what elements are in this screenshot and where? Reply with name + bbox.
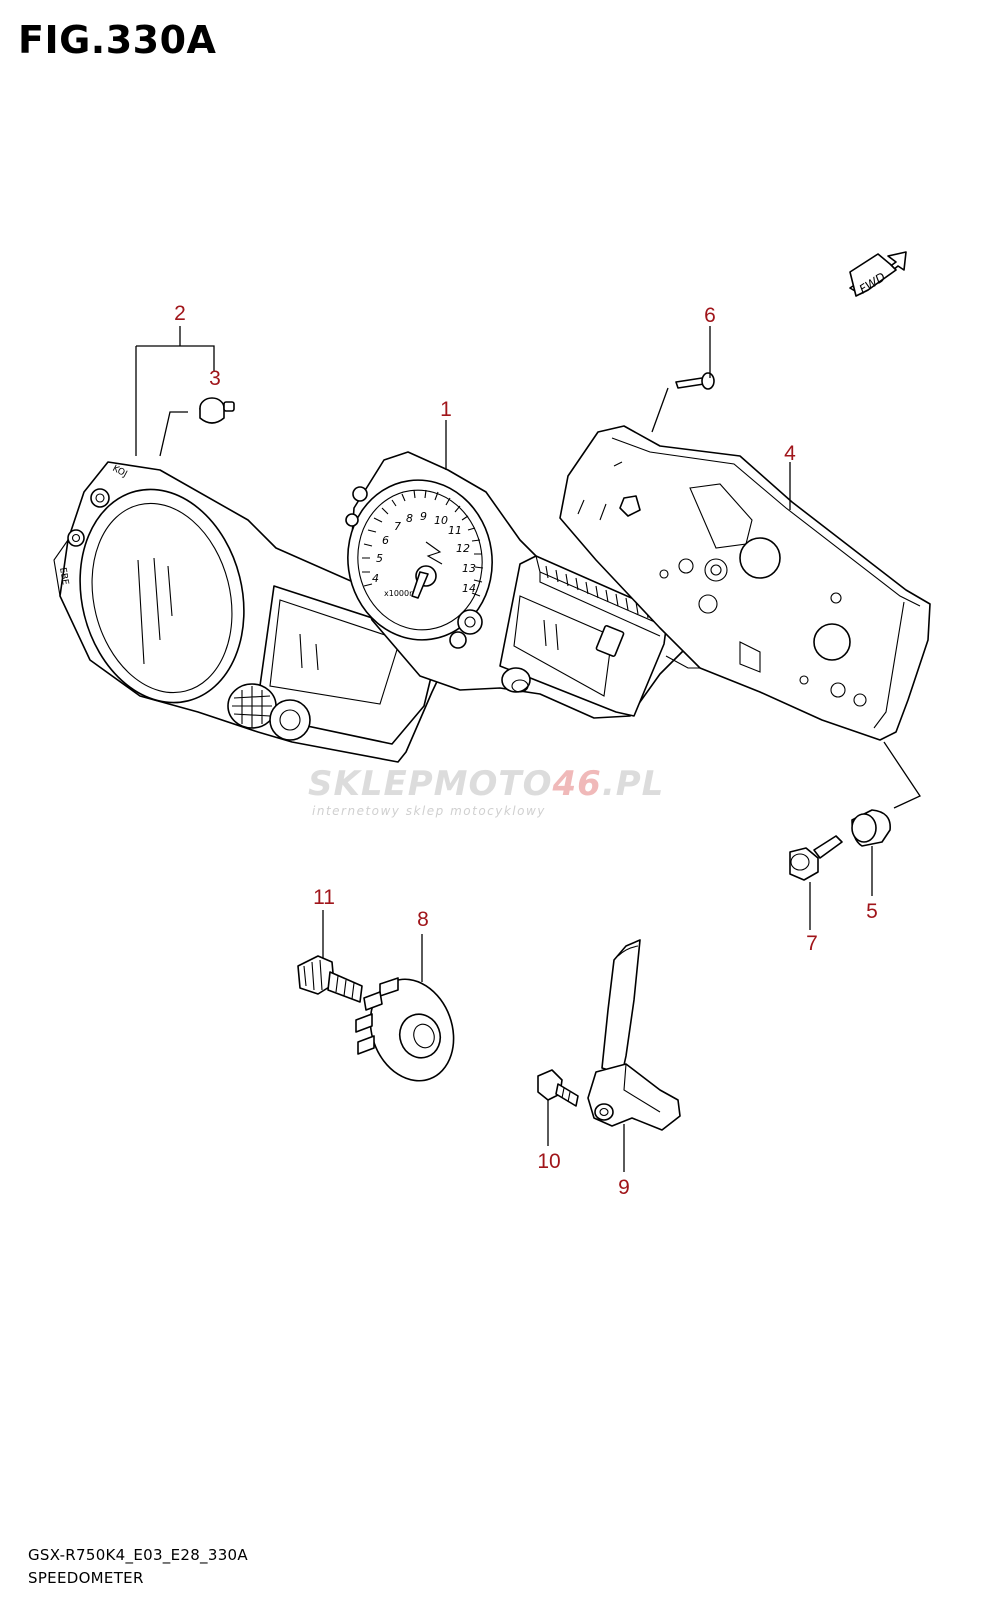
callout-3: 3 <box>209 367 221 390</box>
callout-10: 10 <box>537 1150 560 1173</box>
figure-title: FIG.330A <box>18 18 217 62</box>
callout-6: 6 <box>704 304 716 327</box>
grommet-part-5 <box>851 809 891 847</box>
callout-4: 4 <box>784 442 796 465</box>
grommet-part-3 <box>199 397 235 424</box>
dial-number-13: 13 <box>462 562 476 575</box>
callout-2: 2 <box>174 302 186 325</box>
speed-sensor-part-9 <box>587 939 681 1131</box>
watermark-tagline: internetowy sklep motocyklowy <box>312 804 546 818</box>
dial-unit-label: x1000r <box>384 589 413 598</box>
dial-number-12: 12 <box>456 542 470 555</box>
watermark: SKLEPMOTO46.PL internetowy sklep motocyk… <box>308 764 678 818</box>
meter-front-cover: KOJ EBE <box>53 461 453 763</box>
leader-lines <box>135 326 921 1172</box>
callout-11: 11 <box>313 886 335 909</box>
sensor-rotor-part-8 <box>355 977 455 1082</box>
callout-7: 7 <box>806 932 818 955</box>
model-code: GSX-R750K4_E03_E28_330A <box>28 1546 248 1564</box>
speedometer-unit: 4 5 6 7 8 9 10 11 12 13 14 x1000r <box>345 451 689 719</box>
dial-number-6: 6 <box>382 534 389 547</box>
callout-1: 1 <box>440 398 452 421</box>
bolt-part-10 <box>537 1069 579 1107</box>
dial-number-4: 4 <box>372 572 379 585</box>
callout-5: 5 <box>866 900 878 923</box>
dial-number-14: 14 <box>462 582 476 595</box>
dial-number-8: 8 <box>406 512 413 525</box>
dial-number-9: 9 <box>420 510 427 523</box>
dial-number-5: 5 <box>376 552 383 565</box>
dial-number-10: 10 <box>434 514 448 527</box>
bolt-part-11 <box>297 955 363 1003</box>
watermark-brand: SKLEPMOTO46.PL <box>308 764 665 804</box>
bolt-part-7 <box>789 835 843 881</box>
screw-part-6 <box>675 372 715 390</box>
svg-text:EBE: EBE <box>57 567 70 586</box>
meter-rear-case <box>559 425 931 741</box>
fwd-arrow-icon: FWD <box>849 251 907 297</box>
dial-number-7: 7 <box>394 520 401 533</box>
callout-numbers: 1 2 3 4 5 6 7 8 9 10 11 <box>174 302 878 1199</box>
section-name: SPEEDOMETER <box>28 1569 144 1587</box>
dial-number-11: 11 <box>448 524 462 537</box>
callout-9: 9 <box>618 1176 630 1199</box>
callout-8: 8 <box>417 908 429 931</box>
